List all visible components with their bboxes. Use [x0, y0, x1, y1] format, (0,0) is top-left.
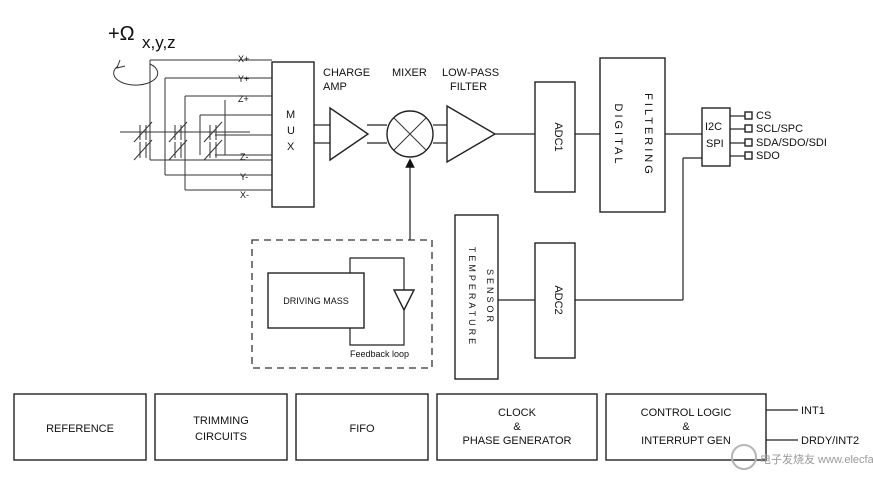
temperature-label: TEMPERATURE [467, 247, 477, 347]
angular-rate-axes: x,y,z [142, 33, 176, 52]
serial-interface-block [701, 107, 731, 167]
charge-amp-triangle [329, 106, 370, 162]
charge-amp-label: AMP [323, 81, 347, 93]
pin-pad-icon [744, 151, 753, 160]
mux-block [271, 61, 315, 208]
fifo-label: FIFO [349, 423, 374, 435]
digital-filtering-label: DIGITAL [612, 104, 624, 167]
low-pass-filter-label: FILTER [450, 81, 487, 93]
reference-label: REFERENCE [46, 423, 114, 435]
feedback-loop-label: Feedback loop [350, 349, 409, 359]
feedback-amp-triangle [392, 289, 416, 312]
mux-label-x: X [287, 141, 295, 153]
pin-label-sda: SDA/SDO/SDI [756, 137, 827, 149]
pin-pad-icon [744, 111, 753, 120]
adc1-block [534, 81, 576, 193]
temperature-sensor-block [454, 214, 499, 380]
watermark: 电子发烧友 www.elecfans.com [731, 444, 873, 470]
int2-label: DRDY/INT2 [801, 435, 859, 447]
control-logic-label: INTERRUPT GEN [641, 435, 731, 447]
charge-amp-label: CHARGE [323, 67, 370, 79]
pin-label-sdo: SDO [756, 150, 780, 162]
mixer-icon [386, 110, 434, 158]
driving-mass-block [267, 272, 365, 329]
low-pass-filter-label: LOW-PASS [442, 67, 499, 79]
adc2-block [534, 242, 576, 359]
fifo-block [295, 393, 429, 461]
reference-block [13, 393, 147, 461]
feedback-loop-wire [349, 310, 405, 346]
pin-pad-icon [744, 124, 753, 133]
pin-lines [730, 115, 745, 157]
drive-loop-region [251, 239, 433, 369]
clock-label: PHASE GENERATOR [462, 435, 571, 447]
signal-path [314, 124, 702, 301]
mux-input-label: Y+ [238, 74, 249, 84]
control-logic-block [605, 393, 767, 461]
mux-input-label: Y- [240, 172, 248, 182]
mux-input-label: Z+ [238, 94, 249, 104]
pin-label-cs: CS [756, 110, 771, 122]
pin-pad-icon [744, 138, 753, 147]
i2c-label: I2C [705, 121, 722, 133]
clock-label: & [513, 421, 521, 433]
mux-input-label: Z- [240, 152, 249, 162]
low-pass-filter-triangle [446, 104, 497, 164]
control-logic-label: CONTROL LOGIC [641, 407, 732, 419]
trimming-circuits-label: TRIMMING [193, 415, 249, 427]
mux-input-label: X- [240, 190, 249, 200]
spi-label: SPI [706, 138, 724, 150]
trimming-circuits-label: CIRCUITS [195, 431, 247, 443]
feedback-loop-wire [349, 257, 405, 290]
adc1-label: ADC1 [552, 122, 564, 151]
sensing-element-array [120, 59, 272, 191]
driving-mass-label: DRIVING MASS [283, 296, 349, 306]
angular-rate-symbol: +Ω [108, 23, 135, 45]
sensor-label: SENSOR [485, 269, 495, 325]
int1-label: INT1 [801, 405, 825, 417]
pin-label-scl: SCL/SPC [756, 123, 803, 135]
trimming-circuits-block [154, 393, 288, 461]
mux-label-u: U [287, 125, 295, 137]
mux-label-m: M [286, 109, 295, 121]
control-logic-label: & [682, 421, 690, 433]
adc2-label: ADC2 [552, 285, 564, 314]
mixer-label: MIXER [392, 67, 427, 79]
digital-filtering-block [599, 57, 666, 213]
digital-filtering-label: FILTERING [642, 93, 654, 177]
watermark-text: 电子发烧友 www.elecfans.com [760, 452, 873, 466]
clock-label: CLOCK [498, 407, 537, 419]
rotation-arrow-icon [113, 59, 159, 86]
mux-input-label: X+ [238, 54, 249, 64]
clock-phase-generator-block [436, 393, 598, 461]
